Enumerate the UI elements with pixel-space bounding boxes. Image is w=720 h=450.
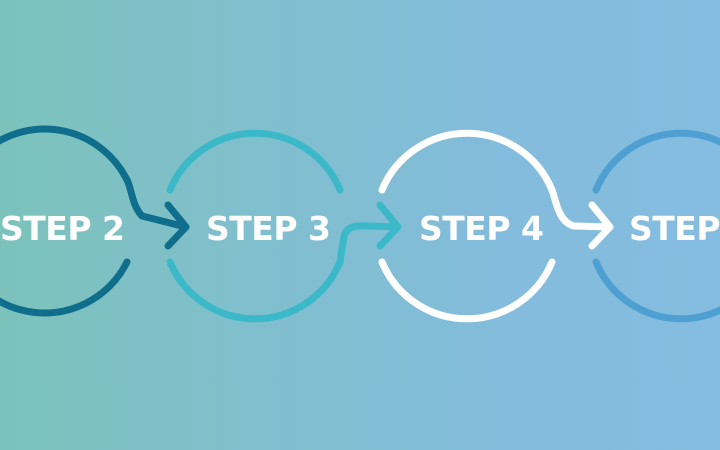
step-5: STEP 5: [592, 129, 720, 323]
step-5-label: STEP 5: [629, 209, 720, 248]
step-3: STEP 3: [166, 129, 402, 323]
step-2: STEP 2: [0, 125, 190, 317]
step-4-ring-bottom: [378, 258, 556, 323]
step-2-label: STEP 2: [0, 209, 124, 248]
step-5-ring-top: [592, 129, 720, 194]
step-4-arrow: [548, 186, 614, 250]
step-4: STEP 4: [378, 129, 614, 323]
step-3-arrow: [336, 201, 402, 266]
step-3-ring-bottom: [166, 258, 344, 323]
step-4-label: STEP 4: [419, 209, 543, 248]
step-3-ring-top: [166, 129, 344, 194]
step-5-ring-bottom: [592, 258, 720, 323]
step-2-ring: [0, 125, 131, 317]
step-2-arrow: [123, 176, 190, 250]
step-3-label: STEP 3: [206, 209, 330, 248]
step-4-ring-top: [378, 129, 556, 194]
